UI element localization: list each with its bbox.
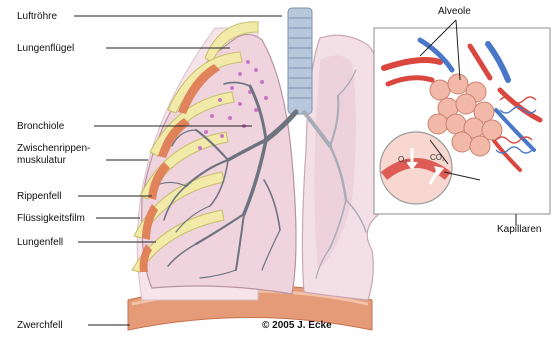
label-alveole: Alveole <box>438 6 471 17</box>
gas-exchange-magnifier <box>380 132 452 204</box>
label-zwerchfell: Zwerchfell <box>17 320 63 331</box>
copyright-notice: © 2005 J. Ecke <box>262 320 332 331</box>
label-zwischenrippen-line2: muskulatur <box>17 155 66 166</box>
label-zwischenrippen-line1: Zwischenrippen- <box>17 143 90 154</box>
trachea <box>288 8 312 114</box>
label-luftroehre: Luftröhre <box>17 11 57 22</box>
label-bronchiole: Bronchiole <box>17 121 64 132</box>
label-co2: CO₂ <box>430 152 445 163</box>
label-o2: O₂ <box>398 154 407 165</box>
label-lungenfell: Lungenfell <box>17 237 63 248</box>
label-fluessigkeitsfilm: Flüssigkeitsfilm <box>17 213 85 224</box>
label-kapillaren: Kapillaren <box>497 224 541 235</box>
label-rippenfell: Rippenfell <box>17 191 61 202</box>
label-lungenfluegel: Lungenflügel <box>17 43 74 54</box>
